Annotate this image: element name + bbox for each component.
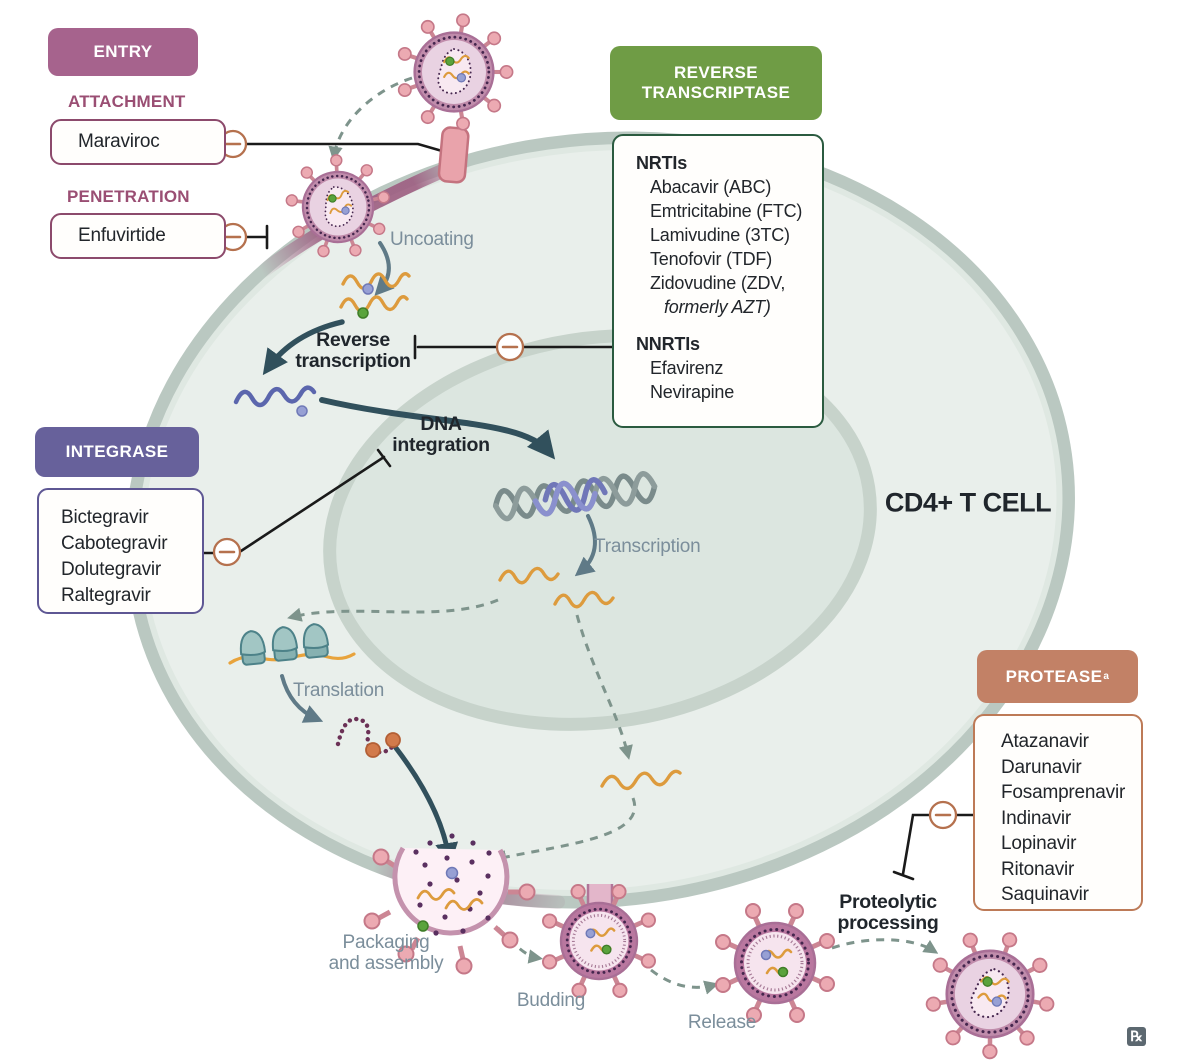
process-arrows-dark (262, 319, 556, 866)
drug-item: Cabotegravir (61, 533, 168, 554)
drug-item: Atazanavir (1001, 731, 1089, 752)
maraviroc-box: Maraviroc (50, 119, 226, 165)
inhibition-minus-icon (495, 332, 525, 362)
mrna-transcript (498, 566, 615, 609)
drug-item: Fosamprenavir (1001, 782, 1126, 803)
penetration-label: PENETRATION (67, 187, 190, 206)
nrti-label: NRTIs (636, 153, 688, 173)
integrase-drug-box: Bictegravir Cabotegravir Dolutegravir Ra… (37, 488, 204, 614)
entry-header: ENTRY (48, 28, 198, 76)
drug-item: Darunavir (1001, 756, 1082, 778)
drug-item: Nevirapine (650, 382, 735, 402)
viral-dna-strand (233, 385, 317, 417)
extracellular-virion (399, 14, 513, 130)
drug-item: Saquinavir (1001, 884, 1089, 905)
drug-item: Lamivudine (3TC) (650, 225, 790, 245)
translation-label: Translation (293, 680, 385, 701)
drug-item: Indinavir (1001, 807, 1072, 829)
protease-drug-box: Atazanavir Darunavir Fosamprenavir Indin… (973, 714, 1143, 911)
ribosomes (228, 623, 356, 666)
transcription-label: Transcription (594, 536, 701, 557)
packaging-bud (363, 833, 536, 975)
footnote-marker: a (1103, 670, 1110, 682)
drug-item: Efavirenz (650, 358, 724, 378)
drug-item: Tenofovir (TDF) (650, 249, 773, 269)
rx-logo: ℞ (1127, 1027, 1146, 1046)
polyprotein-chain (335, 716, 401, 758)
drug-item-continued: formerly AZT) (664, 297, 771, 317)
cytoplasmic-rna (600, 769, 682, 791)
reverse-transcriptase-enzyme-dot (362, 283, 374, 295)
inhibition-minus-icon (928, 800, 958, 830)
drug-item: Zidovudine (ZDV, (650, 273, 786, 293)
integrase-enzyme-dot (357, 307, 369, 319)
process-arrows-gray (280, 241, 597, 723)
mature-virion (919, 921, 1064, 1062)
inhibition-minus-icon (212, 537, 242, 567)
reverse-transcriptase-drug-box: NRTIs Abacavir (ABC) Emtricitabine (FTC)… (612, 134, 824, 428)
integrated-dna-helix (492, 470, 658, 522)
uncoating-label: Uncoating (390, 229, 474, 250)
drug-item: Abacavir (ABC) (650, 177, 772, 197)
cd4-receptor (437, 126, 470, 184)
drug-item: Lopinavir (1001, 833, 1077, 854)
nnrti-label: NNRTIs (636, 334, 700, 354)
nucleus (323, 329, 877, 731)
enfuvirtide-box: Enfuvirtide (50, 213, 226, 259)
uncoated-rna (339, 272, 411, 314)
drug-item: Raltegravir (61, 585, 151, 606)
drug-item: Ritonavir (1001, 858, 1075, 880)
drug-item: Emtricitabine (FTC) (650, 201, 803, 221)
cell-label: CD4+ T CELL (884, 487, 1052, 518)
budding-label: Budding (516, 990, 586, 1011)
drug-item: Bictegravir (61, 507, 149, 528)
released-virion (716, 904, 834, 1022)
drug-item: Dolutegravir (61, 559, 162, 580)
release-label: Release (687, 1012, 757, 1033)
integrase-header: INTEGRASE (35, 427, 199, 477)
attachment-label: ATTACHMENT (68, 92, 186, 111)
budding-virion (543, 884, 655, 997)
